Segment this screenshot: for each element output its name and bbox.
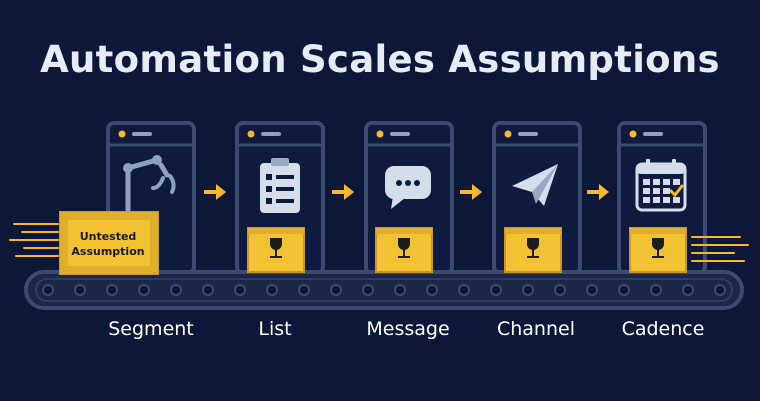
fragile-crate [504,227,562,273]
stage-label-segment: Segment [108,318,194,340]
arrow-icon [587,184,609,200]
stage-label-cadence: Cadence [621,318,705,340]
fragile-crate [629,227,687,273]
crate-label: Untested Assumption [64,229,152,259]
fragile-crate [375,227,433,273]
crate-label-line-1: Untested [79,230,137,243]
arrow-icon [332,184,354,200]
untested-assumption-crate [59,211,159,275]
chat-bubble-icon [385,166,431,209]
arrow-icon [460,184,482,200]
motion-lines-left [9,223,59,257]
arrow-icon [204,184,226,200]
calendar-icon [635,159,687,212]
checklist-clipboard-icon [260,158,300,213]
robot-arm-icon [123,155,176,215]
crate-label-line-2: Assumption [71,245,145,258]
fragile-crate [247,227,305,273]
motion-lines-right [691,236,749,262]
paper-plane-icon [512,164,558,206]
page-title: Automation Scales Assumptions [40,38,720,81]
stage-label-list: List [258,318,292,340]
conveyor-belt [24,270,744,310]
stage-label-message: Message [366,318,450,340]
stage-label-channel: Channel [496,318,575,340]
